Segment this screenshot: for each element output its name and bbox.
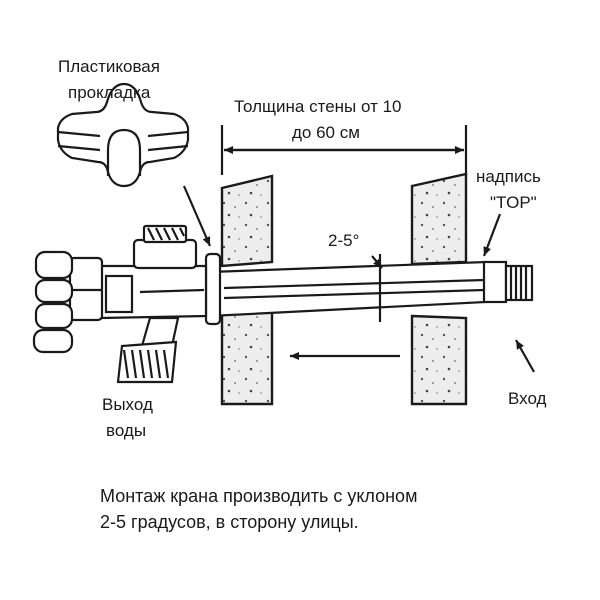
valve-body <box>98 224 208 320</box>
installation-note-line1: Монтаж крана производить с уклоном <box>100 486 417 506</box>
wall-thickness-label-line2: до 60 см <box>292 123 360 142</box>
installation-note-line2: 2-5 градусов, в сторону улицы. <box>100 512 359 532</box>
gasket-label-line1: Пластиковая <box>58 57 160 76</box>
water-outlet-label-line2: воды <box>106 421 146 440</box>
top-mark-label-line1: надпись <box>476 167 541 186</box>
top-mark-label-line2: "TOP" <box>490 193 537 212</box>
top-mark-leader-arrow <box>482 213 502 257</box>
gasket-leader-arrow <box>182 185 212 247</box>
inlet-label: Вход <box>508 389 547 408</box>
gasket-label-line2: прокладка <box>68 83 151 102</box>
wall-left <box>220 174 274 406</box>
handwheel-icon <box>32 250 104 354</box>
plastic-gasket <box>56 82 190 188</box>
slope-angle-label: 2-5° <box>328 231 359 250</box>
water-outlet-spout <box>116 316 180 384</box>
wall-thickness-dimension <box>220 125 468 175</box>
slope-angle-indicator <box>371 254 383 322</box>
water-outlet-label-line1: Выход <box>102 395 153 414</box>
wall-thickness-label-line1: Толщина стены от 10 <box>234 97 402 116</box>
wall-flange <box>204 252 222 326</box>
threaded-inlet <box>482 260 534 304</box>
inlet-leader-arrow <box>515 339 535 373</box>
faucet-pipe <box>208 260 488 318</box>
